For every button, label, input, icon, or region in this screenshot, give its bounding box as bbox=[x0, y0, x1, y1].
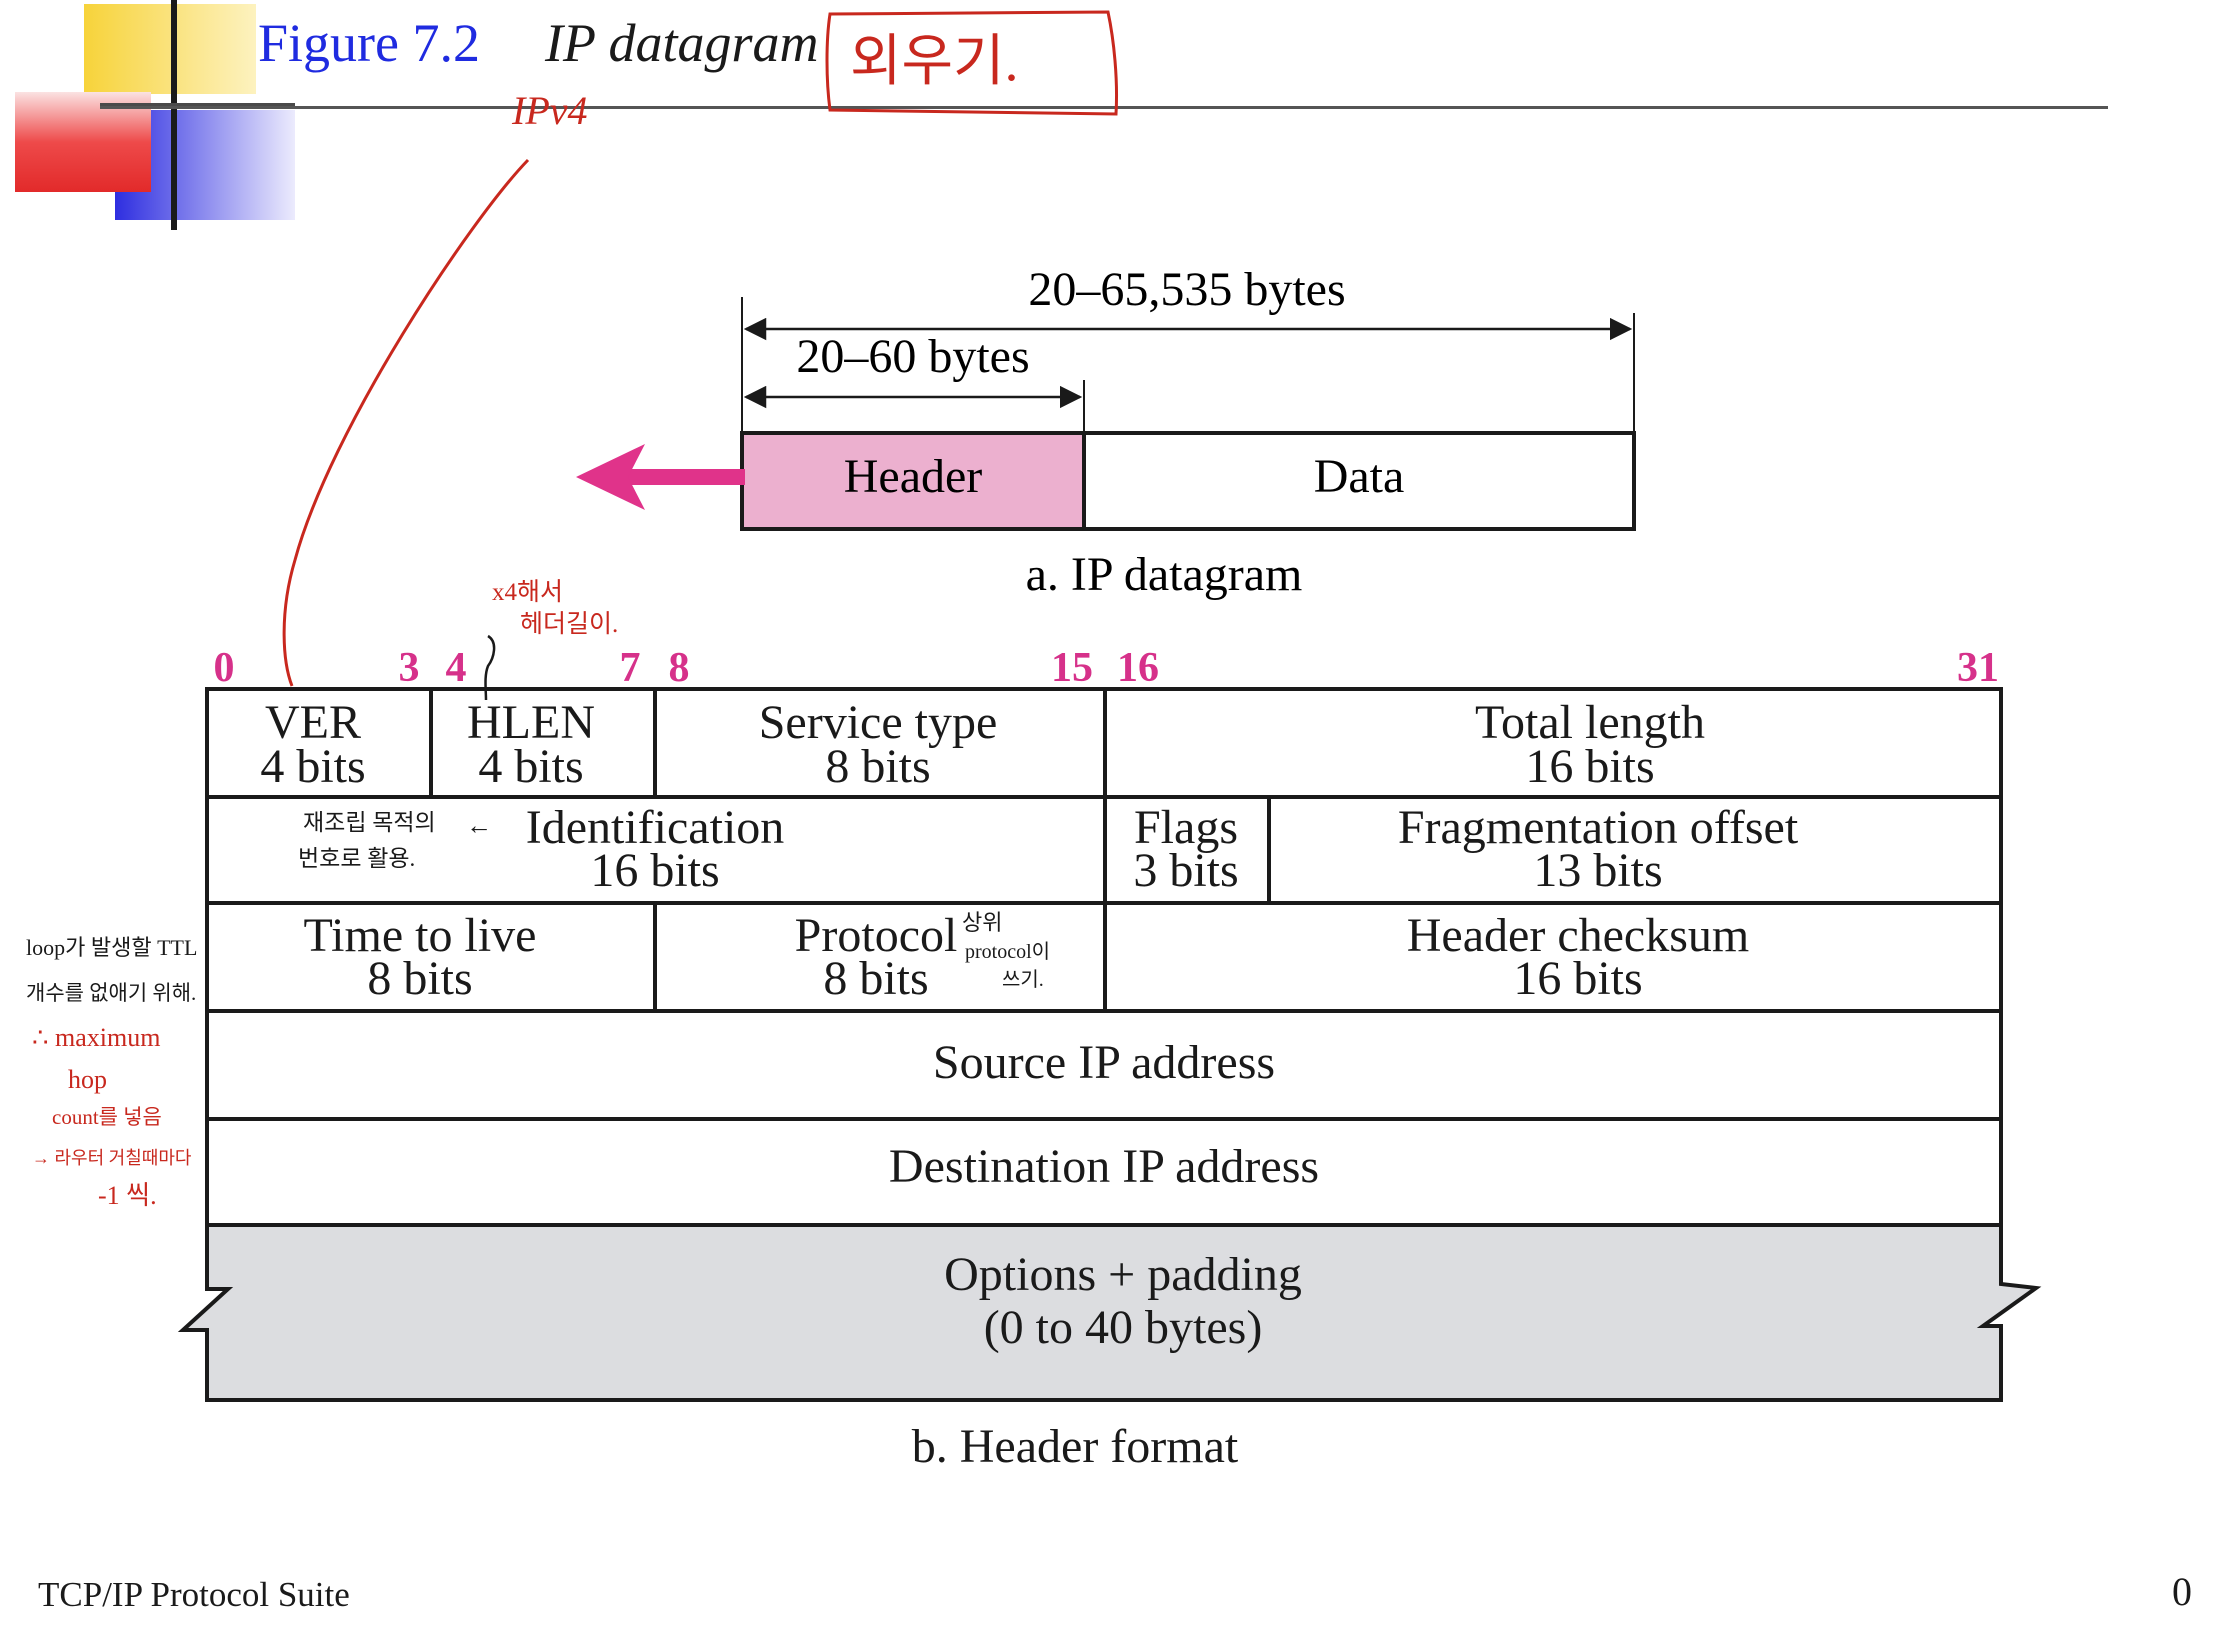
bit-0: 0 bbox=[214, 645, 235, 691]
handwritten-annotations: 외우기. IPv4 x4해서 헤더길이. 재조립 목적의 번호로 활용. ← 상… bbox=[26, 10, 1119, 1210]
protocol-note-2: protocol이 bbox=[965, 940, 1050, 963]
ttl-note-2: 개수를 없애기 위해. bbox=[26, 981, 196, 1005]
vertical-bar bbox=[171, 0, 177, 230]
field-flags-size: 3 bits bbox=[1133, 844, 1238, 897]
ipv4-leader-line bbox=[282, 158, 530, 687]
bit-31: 31 bbox=[1957, 645, 1999, 691]
ttl-note-5: count를 넣음 bbox=[52, 1105, 162, 1129]
bit-15: 15 bbox=[1051, 645, 1093, 691]
bit-16: 16 bbox=[1117, 645, 1159, 691]
header-format: VER 4 bits HLEN 4 bits Service type 8 bi… bbox=[177, 687, 2042, 1473]
ip-datagram: 20–65,535 bytes 20–60 bytes Header Data … bbox=[576, 263, 1636, 601]
field-source-ip: Source IP address bbox=[933, 1036, 1275, 1089]
total-size-label: 20–65,535 bytes bbox=[1028, 263, 1345, 316]
field-protocol-size: 8 bits bbox=[823, 952, 928, 1005]
field-protocol: Protocol bbox=[795, 909, 958, 962]
bit-8: 8 bbox=[669, 645, 690, 691]
field-identification-size: 16 bits bbox=[590, 844, 719, 897]
title-rule bbox=[100, 106, 2108, 109]
bit-4: 4 bbox=[446, 645, 467, 691]
bit-3: 3 bbox=[399, 645, 420, 691]
options-label: Options + padding bbox=[944, 1248, 1302, 1301]
header-format-caption: b. Header format bbox=[912, 1420, 1239, 1473]
field-hlen-size: 4 bits bbox=[478, 740, 583, 793]
field-destination-ip: Destination IP address bbox=[889, 1140, 1319, 1193]
field-header-checksum: Header checksum bbox=[1407, 909, 1750, 962]
slide-decoration bbox=[15, 0, 295, 230]
row-5 bbox=[205, 1117, 2003, 1227]
hlen-note-2: 헤더길이. bbox=[520, 610, 618, 638]
field-fragmentation-offset: Fragmentation offset bbox=[1398, 801, 1799, 854]
footer: TCP/IP Protocol Suite bbox=[38, 1575, 350, 1614]
figure-title: IP datagram bbox=[545, 13, 819, 73]
field-header-checksum-size: 16 bits bbox=[1513, 952, 1642, 1005]
horizontal-bar bbox=[100, 103, 295, 106]
bit-ruler: 0 3 4 7 8 15 16 31 bbox=[214, 645, 2000, 691]
identification-note-2: 번호로 활용. bbox=[298, 846, 415, 871]
field-service-type: Service type bbox=[759, 696, 998, 749]
page-number: 0 bbox=[2172, 1569, 2192, 1614]
field-ttl-size: 8 bits bbox=[367, 952, 472, 1005]
field-ver: VER bbox=[265, 696, 361, 749]
field-ttl: Time to live bbox=[304, 909, 537, 962]
identification-arrow-icon: ← bbox=[466, 811, 492, 840]
data-box bbox=[1082, 431, 1636, 531]
protocol-note-3: 쓰기. bbox=[1002, 968, 1044, 991]
identification-note-1: 재조립 목적의 bbox=[303, 810, 436, 835]
ttl-note-4: hop bbox=[68, 1065, 107, 1094]
yellow-block bbox=[84, 4, 256, 94]
options-box bbox=[177, 1223, 2042, 1402]
ttl-note-3: ∴ maximum bbox=[32, 1023, 160, 1052]
ttl-note-6: → 라우터 거칠때마다 bbox=[32, 1148, 192, 1168]
protocol-note-1: 상위 bbox=[962, 910, 1002, 935]
datagram-caption: a. IP datagram bbox=[1026, 548, 1303, 601]
field-identification: Identification bbox=[526, 801, 785, 854]
ttl-note-7: -1 씩. bbox=[98, 1181, 157, 1210]
expand-arrow-icon bbox=[576, 444, 745, 510]
header-size-label: 20–60 bytes bbox=[796, 330, 1029, 383]
header-label: Header bbox=[844, 450, 983, 503]
bit-7: 7 bbox=[620, 645, 641, 691]
field-service-type-size: 8 bits bbox=[825, 740, 930, 793]
ipv4-note: IPv4 bbox=[511, 88, 588, 133]
data-label: Data bbox=[1314, 450, 1405, 503]
options-size: (0 to 40 bytes) bbox=[984, 1301, 1263, 1354]
field-flags: Flags bbox=[1134, 801, 1238, 854]
hlen-note-1: x4해서 bbox=[492, 578, 563, 606]
field-ver-size: 4 bits bbox=[260, 740, 365, 793]
field-total-length-size: 16 bits bbox=[1525, 740, 1654, 793]
field-fragmentation-offset-size: 13 bits bbox=[1533, 844, 1662, 897]
hlen-leader-line bbox=[484, 634, 496, 701]
memorize-box bbox=[825, 10, 1119, 116]
field-hlen: HLEN bbox=[467, 696, 595, 749]
memorize-note: 외우기. bbox=[850, 31, 1019, 93]
ttl-note-1: loop가 발생할 TTL bbox=[26, 935, 197, 960]
field-total-length: Total length bbox=[1475, 696, 1705, 749]
figure-label: Figure 7.2 bbox=[258, 13, 480, 73]
